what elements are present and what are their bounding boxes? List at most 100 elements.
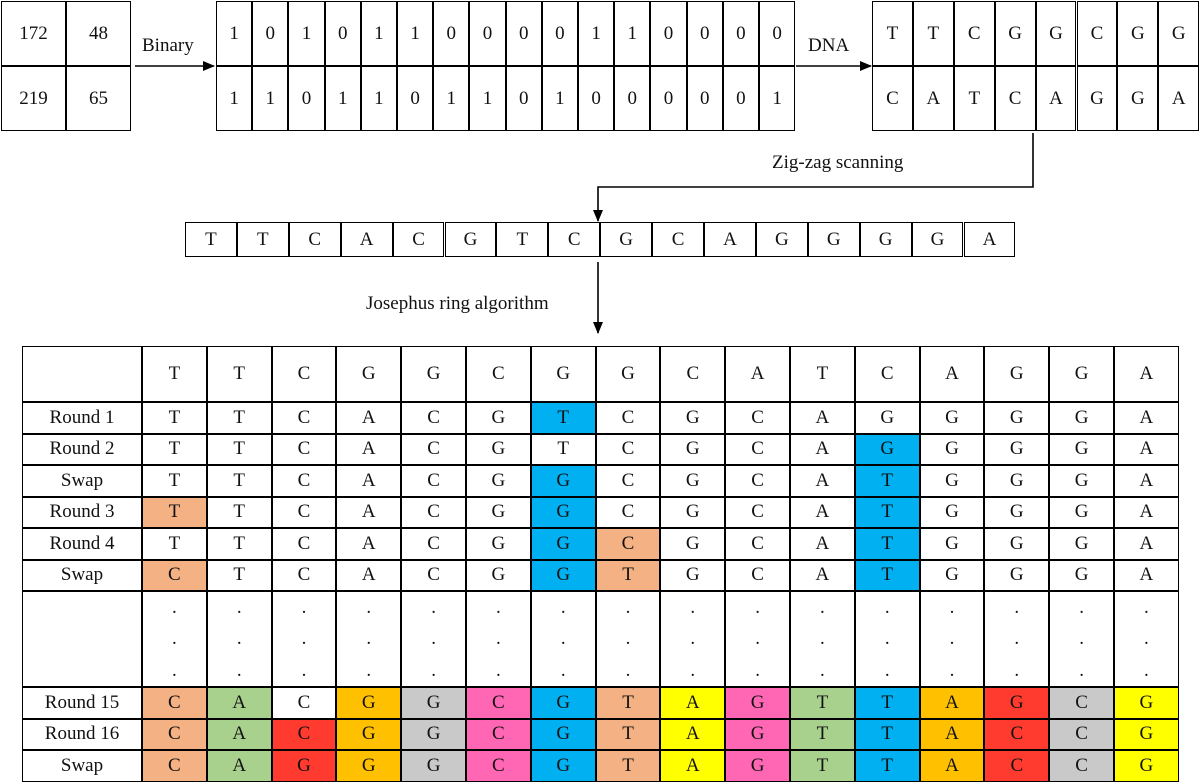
binary-cell: 1: [469, 66, 506, 131]
table-cell: G: [530, 528, 596, 560]
sequence-cell: T: [236, 222, 289, 257]
ellipsis-dot: .: [366, 628, 372, 650]
table-cell: C: [142, 750, 207, 782]
table-cell: T: [595, 750, 661, 782]
ellipsis-cell: ...: [595, 591, 661, 687]
binary-cell: 0: [722, 1, 759, 66]
sequence-cell: T: [496, 222, 549, 257]
table-cell: A: [790, 465, 855, 497]
table-cell: C: [984, 750, 1050, 782]
table-cell: A: [336, 496, 402, 528]
binary-cell: 0: [288, 66, 325, 131]
table-cell: G: [660, 402, 726, 434]
table-cell: G: [1049, 559, 1114, 591]
ellipsis-cell: ...: [401, 591, 466, 687]
ellipsis-dot: .: [301, 597, 307, 619]
table-cell: G: [401, 750, 466, 782]
table-cell: T: [854, 687, 920, 719]
table-cell: C: [725, 528, 790, 560]
table-cell: C: [271, 402, 337, 434]
table-cell: G: [530, 750, 596, 782]
table-cell: C: [271, 465, 337, 497]
table-cell: A: [206, 718, 272, 750]
table-cell: T: [206, 496, 272, 528]
ellipsis-dot: .: [625, 628, 631, 650]
table-cell: A: [1114, 559, 1179, 591]
binary-cell: 1: [541, 66, 578, 131]
ellipsis-dot: .: [431, 628, 436, 650]
table-cell: A: [660, 718, 726, 750]
table-cell: A: [336, 465, 402, 497]
table-cell: C: [401, 496, 466, 528]
sequence-cell: A: [340, 222, 393, 257]
ellipsis-dot: .: [431, 597, 436, 619]
table-cell: C: [271, 687, 337, 719]
table-corner: [22, 346, 142, 402]
table-cell: T: [206, 402, 272, 434]
table-header-cell: C: [466, 346, 531, 402]
ellipsis-dot: .: [884, 628, 890, 650]
ellipsis-dot: .: [172, 628, 177, 650]
table-cell: G: [660, 465, 726, 497]
binary-cell: 0: [686, 1, 723, 66]
table-cell: T: [142, 528, 207, 560]
ellipsis-dot: .: [1144, 659, 1149, 681]
binary-cell: 1: [397, 1, 434, 66]
binary-cell: 1: [324, 66, 361, 131]
sequence-cell: G: [807, 222, 860, 257]
ellipsis-dot: .: [236, 628, 242, 650]
table-cell: G: [660, 528, 726, 560]
table-cell: T: [595, 559, 661, 591]
table-cell: G: [919, 465, 985, 497]
table-header-cell: G: [1049, 346, 1114, 402]
table-cell: C: [401, 528, 466, 560]
ellipsis-dot: .: [690, 597, 696, 619]
decimal-cell: 219: [1, 66, 66, 131]
ellipsis-dot: .: [172, 659, 177, 681]
table-cell: T: [206, 559, 272, 591]
ellipsis-dot: .: [496, 659, 501, 681]
binary-cell: 1: [288, 1, 325, 66]
table-cell: A: [1114, 528, 1179, 560]
table-cell: C: [725, 465, 790, 497]
dna-cell: T: [912, 1, 954, 66]
table-cell: C: [984, 718, 1050, 750]
table-cell: C: [595, 528, 661, 560]
dna-cell: G: [1035, 1, 1077, 66]
table-cell: G: [984, 528, 1050, 560]
ellipsis-dot: .: [1014, 597, 1020, 619]
table-cell: C: [725, 559, 790, 591]
table-header-cell: G: [401, 346, 466, 402]
table-cell: G: [984, 559, 1050, 591]
table-cell: A: [1114, 433, 1179, 465]
ellipsis-dot: .: [820, 597, 825, 619]
sequence-cell: C: [548, 222, 601, 257]
ellipsis-cell: ...: [1049, 591, 1114, 687]
dna-cell: C: [872, 66, 913, 131]
ellipsis-dot: .: [560, 628, 566, 650]
ellipsis-dot: .: [755, 628, 760, 650]
table-cell: G: [854, 402, 920, 434]
binary-cell: 1: [360, 66, 397, 131]
row-label: Round 3: [22, 496, 142, 528]
sequence-cell: G: [755, 222, 808, 257]
decimal-cell: 172: [1, 1, 66, 66]
table-cell: G: [1049, 465, 1114, 497]
ellipsis-dot: .: [755, 597, 760, 619]
dna-cell: G: [1117, 66, 1159, 131]
binary-cell: 0: [433, 1, 470, 66]
table-cell: C: [595, 433, 661, 465]
binary-cell: 0: [505, 66, 542, 131]
ellipsis-dot: .: [366, 597, 372, 619]
table-cell: G: [336, 718, 402, 750]
table-cell: G: [919, 528, 985, 560]
table-cell: G: [466, 402, 531, 434]
table-cell: C: [466, 718, 531, 750]
table-cell: G: [660, 496, 726, 528]
table-cell: A: [919, 718, 985, 750]
row-label: Swap: [22, 559, 142, 591]
table-cell: T: [595, 718, 661, 750]
table-cell: C: [401, 465, 466, 497]
table-cell: G: [919, 433, 985, 465]
